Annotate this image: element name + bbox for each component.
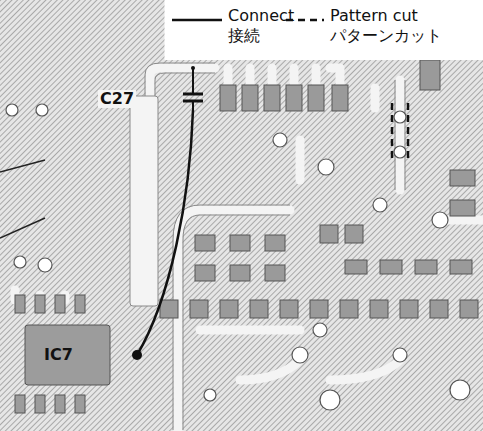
part-label: C27 — [98, 90, 136, 108]
legend-label: Connect 接続 — [228, 6, 286, 46]
pattern-cut-mark — [392, 103, 408, 162]
ic-body — [25, 325, 110, 385]
capacitor-symbol — [183, 68, 203, 110]
legend-label: Pattern cut パターンカット — [330, 6, 470, 46]
terminal-dot — [191, 66, 195, 70]
pcb-traces — [15, 68, 483, 430]
via-pads — [6, 104, 470, 410]
ic-pins — [15, 295, 85, 413]
connect-wire — [137, 110, 193, 355]
legend-connect-sample — [172, 19, 222, 22]
callout-line — [0, 160, 45, 172]
legend-cut-sample — [286, 19, 324, 22]
trace-outlines — [145, 63, 405, 430]
legend-panel — [165, 0, 483, 60]
solder-point — [132, 350, 142, 360]
part-label: IC7 — [42, 346, 75, 364]
copper-land — [130, 96, 158, 306]
callout-line — [0, 218, 45, 238]
smd-pads — [160, 60, 478, 318]
